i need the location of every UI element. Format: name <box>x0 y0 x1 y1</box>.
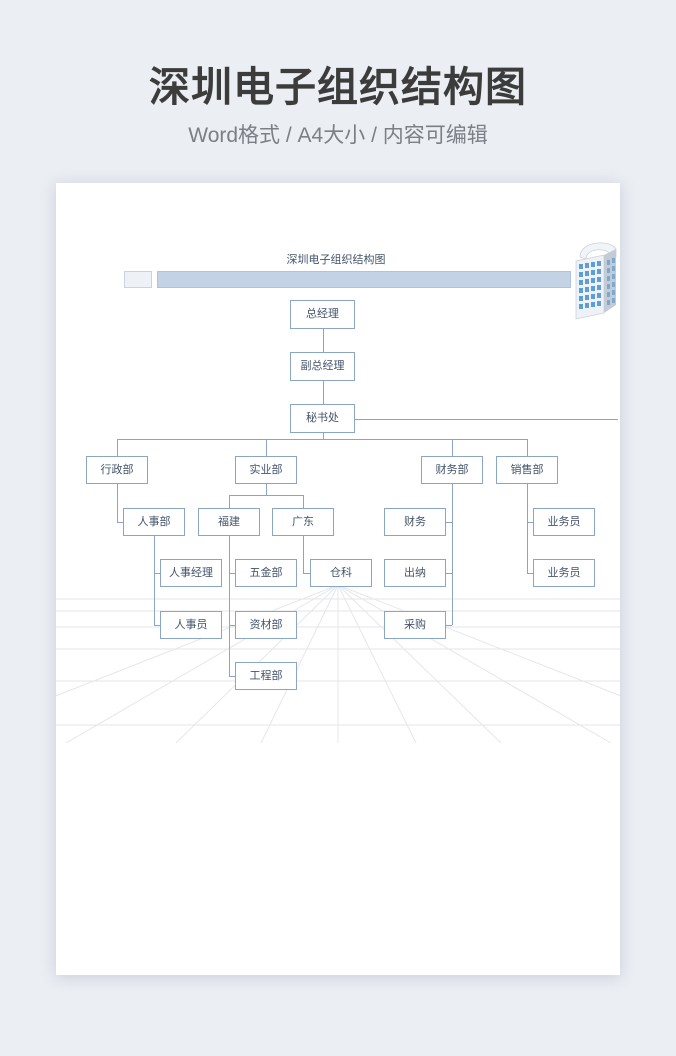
header-accent-block <box>124 271 152 288</box>
connector-line <box>527 484 528 573</box>
connector-line <box>446 522 452 523</box>
org-node[interactable]: 出纳 <box>384 559 446 587</box>
org-node[interactable]: 广东 <box>272 508 334 536</box>
connector-line <box>322 381 324 404</box>
org-node[interactable]: 副总经理 <box>290 352 355 381</box>
connector-line <box>527 522 533 523</box>
connector-line <box>527 439 528 456</box>
connector-line <box>154 573 160 574</box>
connector-line <box>229 573 235 574</box>
org-node[interactable]: 五金部 <box>235 559 297 587</box>
document-header: 深圳电子组织结构图 <box>56 183 620 328</box>
banner-subtitle: Word格式 / A4大小 / 内容可编辑 <box>188 124 488 147</box>
connector-line <box>229 536 230 676</box>
connector-line <box>266 484 267 495</box>
connector-line <box>229 495 230 508</box>
connector-line <box>452 439 453 456</box>
org-node[interactable]: 人事部 <box>123 508 185 536</box>
org-node[interactable]: 福建 <box>198 508 260 536</box>
org-node[interactable]: 实业部 <box>235 456 297 484</box>
org-node[interactable]: 采购 <box>384 611 446 639</box>
header-accent-bar <box>157 271 571 288</box>
header-rule-line <box>355 418 618 420</box>
banner-title: 深圳电子组织结构图 <box>149 64 527 110</box>
connector-line <box>322 433 324 439</box>
connector-line <box>117 522 123 523</box>
connector-line <box>303 495 304 508</box>
page-banner: 深圳电子组织结构图 Word格式 / A4大小 / 内容可编辑 <box>0 0 676 183</box>
org-node[interactable]: 业务员 <box>533 508 595 536</box>
connector-line <box>303 536 304 573</box>
org-node[interactable]: 人事员 <box>160 611 222 639</box>
org-node[interactable]: 总经理 <box>290 300 355 329</box>
org-node[interactable]: 行政部 <box>86 456 148 484</box>
connector-line <box>322 329 324 352</box>
org-node[interactable]: 财务部 <box>421 456 483 484</box>
connector-line <box>117 484 118 522</box>
org-node[interactable]: 工程部 <box>235 662 297 690</box>
connector-line <box>303 573 310 574</box>
office-building-icon <box>575 242 617 320</box>
org-node[interactable]: 销售部 <box>496 456 558 484</box>
connector-line <box>117 439 118 456</box>
connector-line <box>452 484 453 625</box>
connector-line <box>266 439 267 456</box>
org-node[interactable]: 资材部 <box>235 611 297 639</box>
org-node[interactable]: 仓科 <box>310 559 372 587</box>
connector-line <box>117 439 527 440</box>
org-node[interactable]: 财务 <box>384 508 446 536</box>
org-node[interactable]: 业务员 <box>533 559 595 587</box>
document-page: 深圳电子组织结构图 <box>56 183 620 975</box>
org-node[interactable]: 人事经理 <box>160 559 222 587</box>
org-node[interactable]: 秘书处 <box>290 404 355 433</box>
org-chart: 总经理副总经理秘书处行政部实业部财务部销售部人事部福建广东财务业务员人事经理五金… <box>56 183 620 975</box>
document-header-title: 深圳电子组织结构图 <box>286 254 386 266</box>
connector-line <box>154 536 155 625</box>
connector-line <box>446 625 452 626</box>
connector-line <box>229 495 303 496</box>
connector-line <box>527 573 533 574</box>
connector-line <box>446 573 452 574</box>
